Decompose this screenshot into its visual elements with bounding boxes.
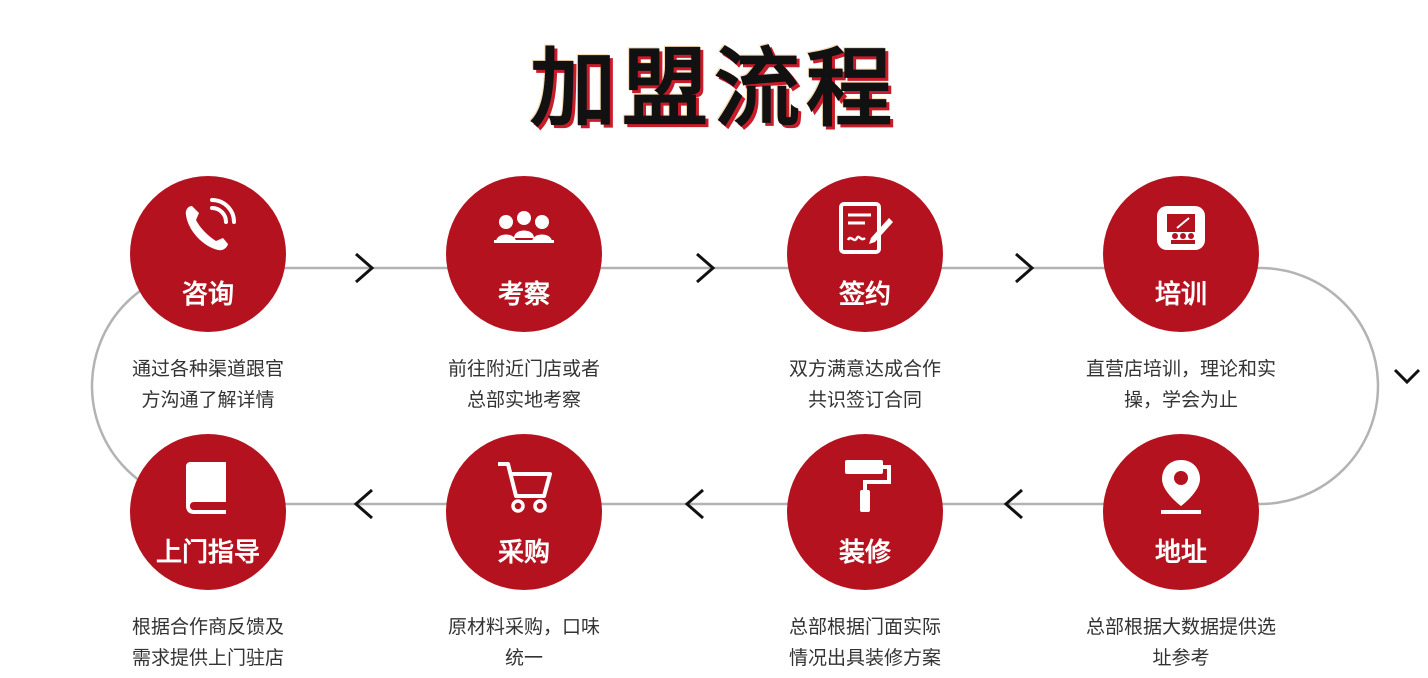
meeting-icon — [494, 211, 554, 243]
arrow-left-icon — [684, 488, 704, 520]
step-training: 培训 直营店培训，理论和实操，学会为止 — [1051, 176, 1311, 416]
step-description: 前往附近门店或者总部实地考察 — [447, 358, 600, 411]
step-label: 培训 — [1154, 280, 1207, 310]
step-circle: 装修 — [787, 434, 943, 590]
step-circle: 咨询 — [130, 176, 286, 332]
phone-icon — [185, 198, 236, 251]
step-description: 原材料采购，口味统一 — [447, 616, 600, 669]
step-description: 通过各种渠道跟官方沟通了解详情 — [131, 358, 284, 411]
step-description: 直营店培训，理论和实操，学会为止 — [1085, 358, 1276, 411]
presentation-icon — [1157, 206, 1205, 250]
paint-roller-icon — [845, 460, 891, 512]
step-decoration: 装修 总部根据门面实际情况出具装修方案 — [735, 434, 995, 674]
step-circle: 考察 — [446, 176, 602, 332]
step-circle: 上门指导 — [130, 434, 286, 590]
step-description: 总部根据门面实际情况出具装修方案 — [788, 616, 941, 669]
step-label: 地址 — [1154, 538, 1207, 568]
step-description: 根据合作商反馈及需求提供上门驻店 — [131, 616, 284, 669]
step-description: 双方满意达成合作共识签订合同 — [788, 358, 941, 411]
arrow-right-icon — [355, 252, 375, 284]
step-sign: 签约 双方满意达成合作共识签订合同 — [735, 176, 995, 416]
arrow-left-icon — [353, 488, 373, 520]
step-label: 咨询 — [181, 280, 234, 310]
step-label: 考察 — [497, 280, 550, 310]
page-title: 加盟流程 — [530, 38, 898, 139]
arrow-left-icon — [1003, 488, 1023, 520]
arrow-down-icon — [1393, 368, 1421, 385]
step-consult: 咨询 通过各种渠道跟官方沟通了解详情 — [78, 176, 338, 416]
step-circle: 地址 — [1103, 434, 1259, 590]
location-pin-icon — [1161, 460, 1201, 514]
step-label: 采购 — [497, 538, 550, 568]
book-icon — [186, 462, 226, 514]
step-purchase: 采购 原材料采购，口味统一 — [394, 434, 654, 674]
step-inspect: 考察 前往附近门店或者总部实地考察 — [394, 176, 654, 416]
step-circle: 签约 — [787, 176, 943, 332]
arrow-right-icon — [696, 252, 716, 284]
step-description: 总部根据大数据提供选址参考 — [1085, 616, 1276, 669]
sign-document-icon — [839, 202, 893, 254]
step-label: 签约 — [838, 280, 891, 310]
arrow-right-icon — [1015, 252, 1035, 284]
step-circle: 培训 — [1103, 176, 1259, 332]
step-onsite-guidance: 上门指导 根据合作商反馈及需求提供上门驻店 — [78, 434, 338, 674]
step-label: 上门指导 — [155, 538, 260, 568]
shopping-cart-icon — [498, 462, 552, 513]
step-label: 装修 — [838, 538, 891, 568]
step-location: 地址 总部根据大数据提供选址参考 — [1051, 434, 1311, 674]
step-circle: 采购 — [446, 434, 602, 590]
